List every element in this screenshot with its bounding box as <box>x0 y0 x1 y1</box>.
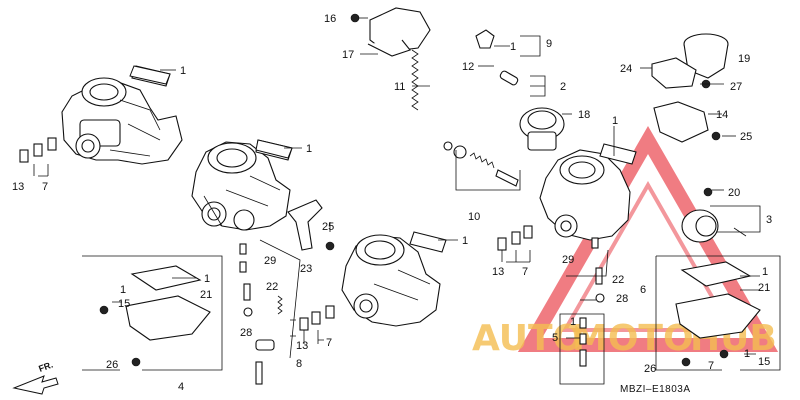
callout-28: 28 <box>240 327 252 339</box>
callout-25: 25 <box>740 131 752 143</box>
callout-26: 26 <box>644 363 656 375</box>
front-label: FR. <box>37 360 54 374</box>
watermark-text-mid: MOTO <box>572 318 694 359</box>
callout-25: 25 <box>322 221 334 233</box>
callout-6: 6 <box>640 284 646 296</box>
callout-7: 7 <box>522 266 528 278</box>
jet-set-left <box>19 137 57 163</box>
callout-7: 7 <box>326 337 332 349</box>
callout-5: 5 <box>552 332 558 344</box>
carburetor-body-2 <box>191 139 293 231</box>
callout-1: 1 <box>120 284 126 296</box>
callout-26: 26 <box>106 359 118 371</box>
callout-21: 21 <box>758 282 770 294</box>
watermark-triangle-inner <box>561 180 735 332</box>
callout-27: 27 <box>730 81 742 93</box>
callout-7: 7 <box>42 181 48 193</box>
callout-9: 9 <box>546 38 552 50</box>
front-direction-arrow: FR. <box>12 360 59 395</box>
float-chamber-set-left <box>99 265 211 367</box>
callout-1: 1 <box>612 115 618 127</box>
callout-21: 21 <box>200 289 212 301</box>
callout-14: 14 <box>716 109 728 121</box>
jet-set-mid <box>299 305 335 331</box>
callout-13: 13 <box>296 340 308 352</box>
vacuum-chamber-cover <box>350 7 431 57</box>
callout-7: 7 <box>708 360 714 372</box>
callout-16: 16 <box>324 13 336 25</box>
callout-29: 29 <box>264 255 276 267</box>
callout-20: 20 <box>728 187 740 199</box>
jet-set-right <box>497 225 533 251</box>
callout-22: 22 <box>612 274 624 286</box>
gasket-a <box>129 65 171 85</box>
callout-12: 12 <box>462 61 474 73</box>
callout-1: 1 <box>180 65 186 77</box>
callout-8: 8 <box>296 358 302 370</box>
callout-10: 10 <box>468 211 480 223</box>
leader-lines <box>33 17 781 385</box>
callout-15: 15 <box>758 356 770 368</box>
watermark: AUTO MOTO HUB <box>472 125 779 359</box>
callout-29: 29 <box>562 254 574 266</box>
diagram-code: MBZI–E1803A <box>620 384 691 395</box>
callout-11: 11 <box>394 81 405 93</box>
carburetor-body-3 <box>341 231 447 327</box>
watermark-triangle <box>517 125 779 352</box>
choke-assembly <box>681 187 747 243</box>
gasket-b <box>255 139 293 159</box>
callout-3: 3 <box>766 214 772 226</box>
callout-1: 1 <box>204 273 210 285</box>
callout-1: 1 <box>570 316 576 328</box>
callout-18: 18 <box>578 109 590 121</box>
callout-13: 13 <box>12 181 24 193</box>
main-jet-stack-left <box>239 243 283 385</box>
vacuum-piston <box>475 29 565 151</box>
callout-15: 15 <box>118 298 130 310</box>
callout-4: 4 <box>178 381 184 393</box>
callout-2: 2 <box>560 81 566 93</box>
callout-19: 19 <box>738 53 750 65</box>
callout-numbers: 1 1 1 1 1 1 1 1 1 1 1 2 3 4 5 6 7 7 7 7 … <box>12 13 772 393</box>
callout-1: 1 <box>762 266 768 278</box>
vacuum-piston-spring <box>411 49 419 111</box>
carburetor-body-4 <box>539 143 637 241</box>
float-chamber-set-right <box>675 261 761 367</box>
callout-1: 1 <box>462 235 468 247</box>
callout-23: 23 <box>300 263 312 275</box>
callout-24: 24 <box>620 63 632 75</box>
bracket <box>287 199 323 251</box>
watermark-text-left: AUTO <box>472 318 583 359</box>
callout-1: 1 <box>510 41 516 53</box>
callout-1: 1 <box>306 143 312 155</box>
air-cut-valve <box>651 33 729 143</box>
callout-22: 22 <box>266 281 278 293</box>
pilot-screw-set <box>443 141 519 187</box>
callout-28: 28 <box>616 293 628 305</box>
carburetor-body-1 <box>61 65 183 165</box>
bolt-25 <box>325 241 335 251</box>
callout-17: 17 <box>342 49 354 61</box>
callout-13: 13 <box>492 266 504 278</box>
callout-1: 1 <box>744 348 750 360</box>
